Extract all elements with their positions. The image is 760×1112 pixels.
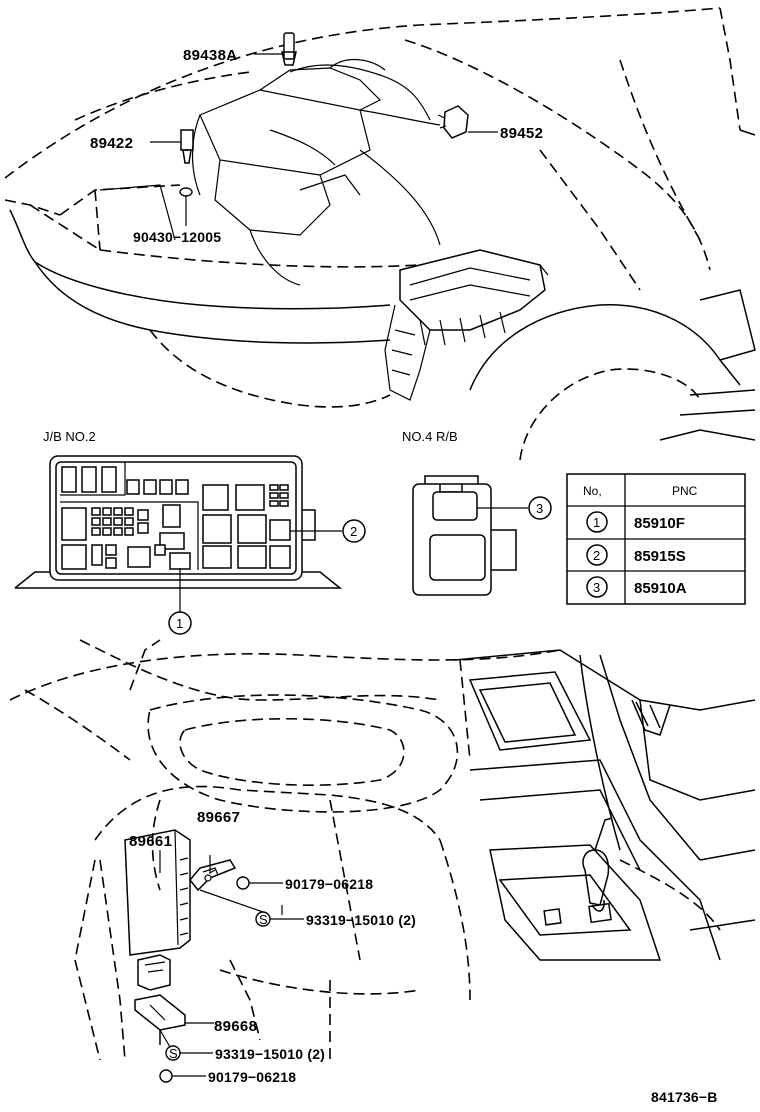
junction-block-no2 [14, 455, 343, 589]
part-89452: 89452 [500, 125, 543, 142]
part-93319-15010-a: 93319−15010 (2) [306, 912, 416, 928]
part-90430-12005: 90430−12005 [133, 229, 221, 245]
table-row-no: 2 [593, 548, 600, 563]
callout-3-circle [528, 496, 552, 520]
callout-2-circle [342, 519, 366, 543]
table-row-no: 3 [593, 580, 600, 595]
part-89422: 89422 [90, 135, 133, 152]
engine-bay-illustration [4, 7, 756, 461]
table-row-pnc: 85915S [634, 548, 686, 565]
part-89668: 89668 [214, 1018, 257, 1035]
bottom-leaders [159, 850, 304, 1077]
callout-3: 3 [536, 501, 543, 516]
part-93319-15010-b: 93319−15010 (2) [215, 1046, 325, 1062]
table-header-pnc: PNC [672, 484, 698, 498]
callout-1-circle [168, 611, 192, 635]
part-90179-06218-b: 90179−06218 [208, 1069, 296, 1085]
part-89438a: 89438A [183, 47, 237, 64]
table-row-pnc: 85910A [634, 580, 687, 597]
pnc-table: No, PNC 1 85910F 2 85915S 3 85910A [566, 473, 746, 605]
top-leaders [150, 53, 498, 226]
jb-no2-label: J/B NO.2 [43, 429, 96, 444]
relay-block-no4 [412, 475, 517, 596]
table-row-no: 1 [593, 515, 600, 530]
no4-rb-label: NO.4 R/B [402, 429, 458, 444]
screw-s-callout: S [259, 912, 268, 927]
screw-s-callout: S [169, 1046, 178, 1061]
part-89667: 89667 [197, 809, 240, 826]
callout-2: 2 [350, 524, 357, 539]
table-header-no: No, [583, 484, 602, 498]
table-row-pnc: 85910F [634, 515, 685, 532]
part-89661: 89661 [129, 833, 172, 850]
figure-number: 841736−B [651, 1089, 718, 1105]
part-90179-06218-a: 90179−06218 [285, 876, 373, 892]
interior-illustration [9, 639, 756, 1083]
callout-1: 1 [176, 616, 183, 631]
